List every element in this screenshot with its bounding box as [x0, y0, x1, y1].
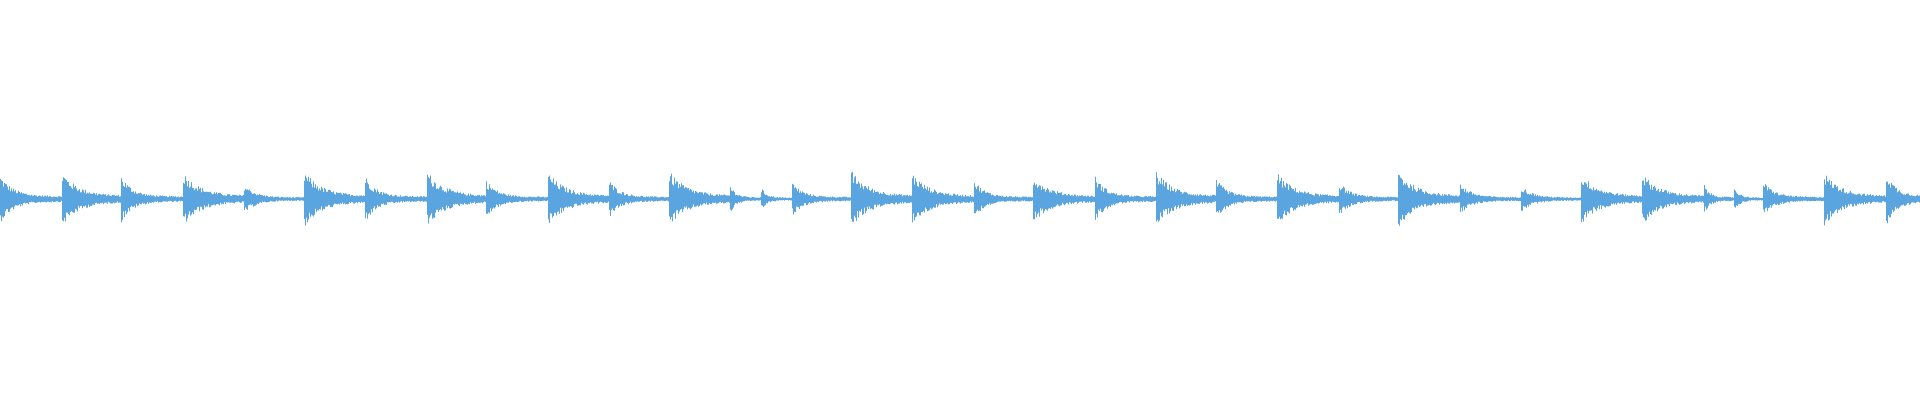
waveform-trace	[0, 172, 1920, 226]
